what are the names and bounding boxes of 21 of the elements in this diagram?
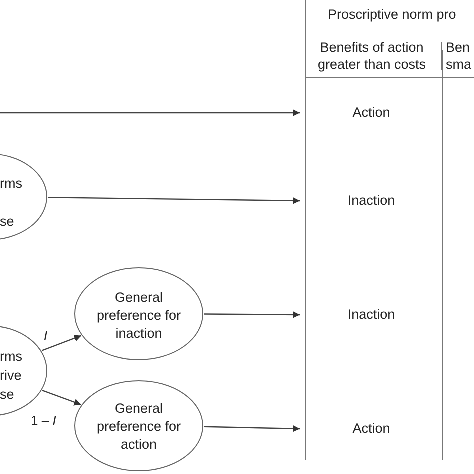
table-header: Ben sma [446,39,473,73]
table-cell-text: Action [300,418,443,440]
table-cell-text: Action [300,102,443,124]
node-label: rms se [0,175,24,231]
node-label: rms rive se [0,348,24,404]
arrow [0,110,300,116]
table-header: Benefits of action greater than costs [316,39,428,73]
table-cell-text: Inaction [300,304,443,326]
arrow [42,335,82,352]
arrow [48,197,300,204]
edge-label: 1 – I [31,414,56,428]
ellipse-node [74,380,204,472]
ellipse-node [74,267,204,361]
node-label: General preference for inaction [96,289,182,343]
node-label: General preference for action [96,400,182,454]
edge-label: I [44,329,48,343]
arrow [204,425,300,432]
arrow [204,311,300,318]
table-cell-text: Inaction [300,190,443,212]
arrow [42,390,82,406]
table-header: Proscriptive norm pro [328,6,458,23]
